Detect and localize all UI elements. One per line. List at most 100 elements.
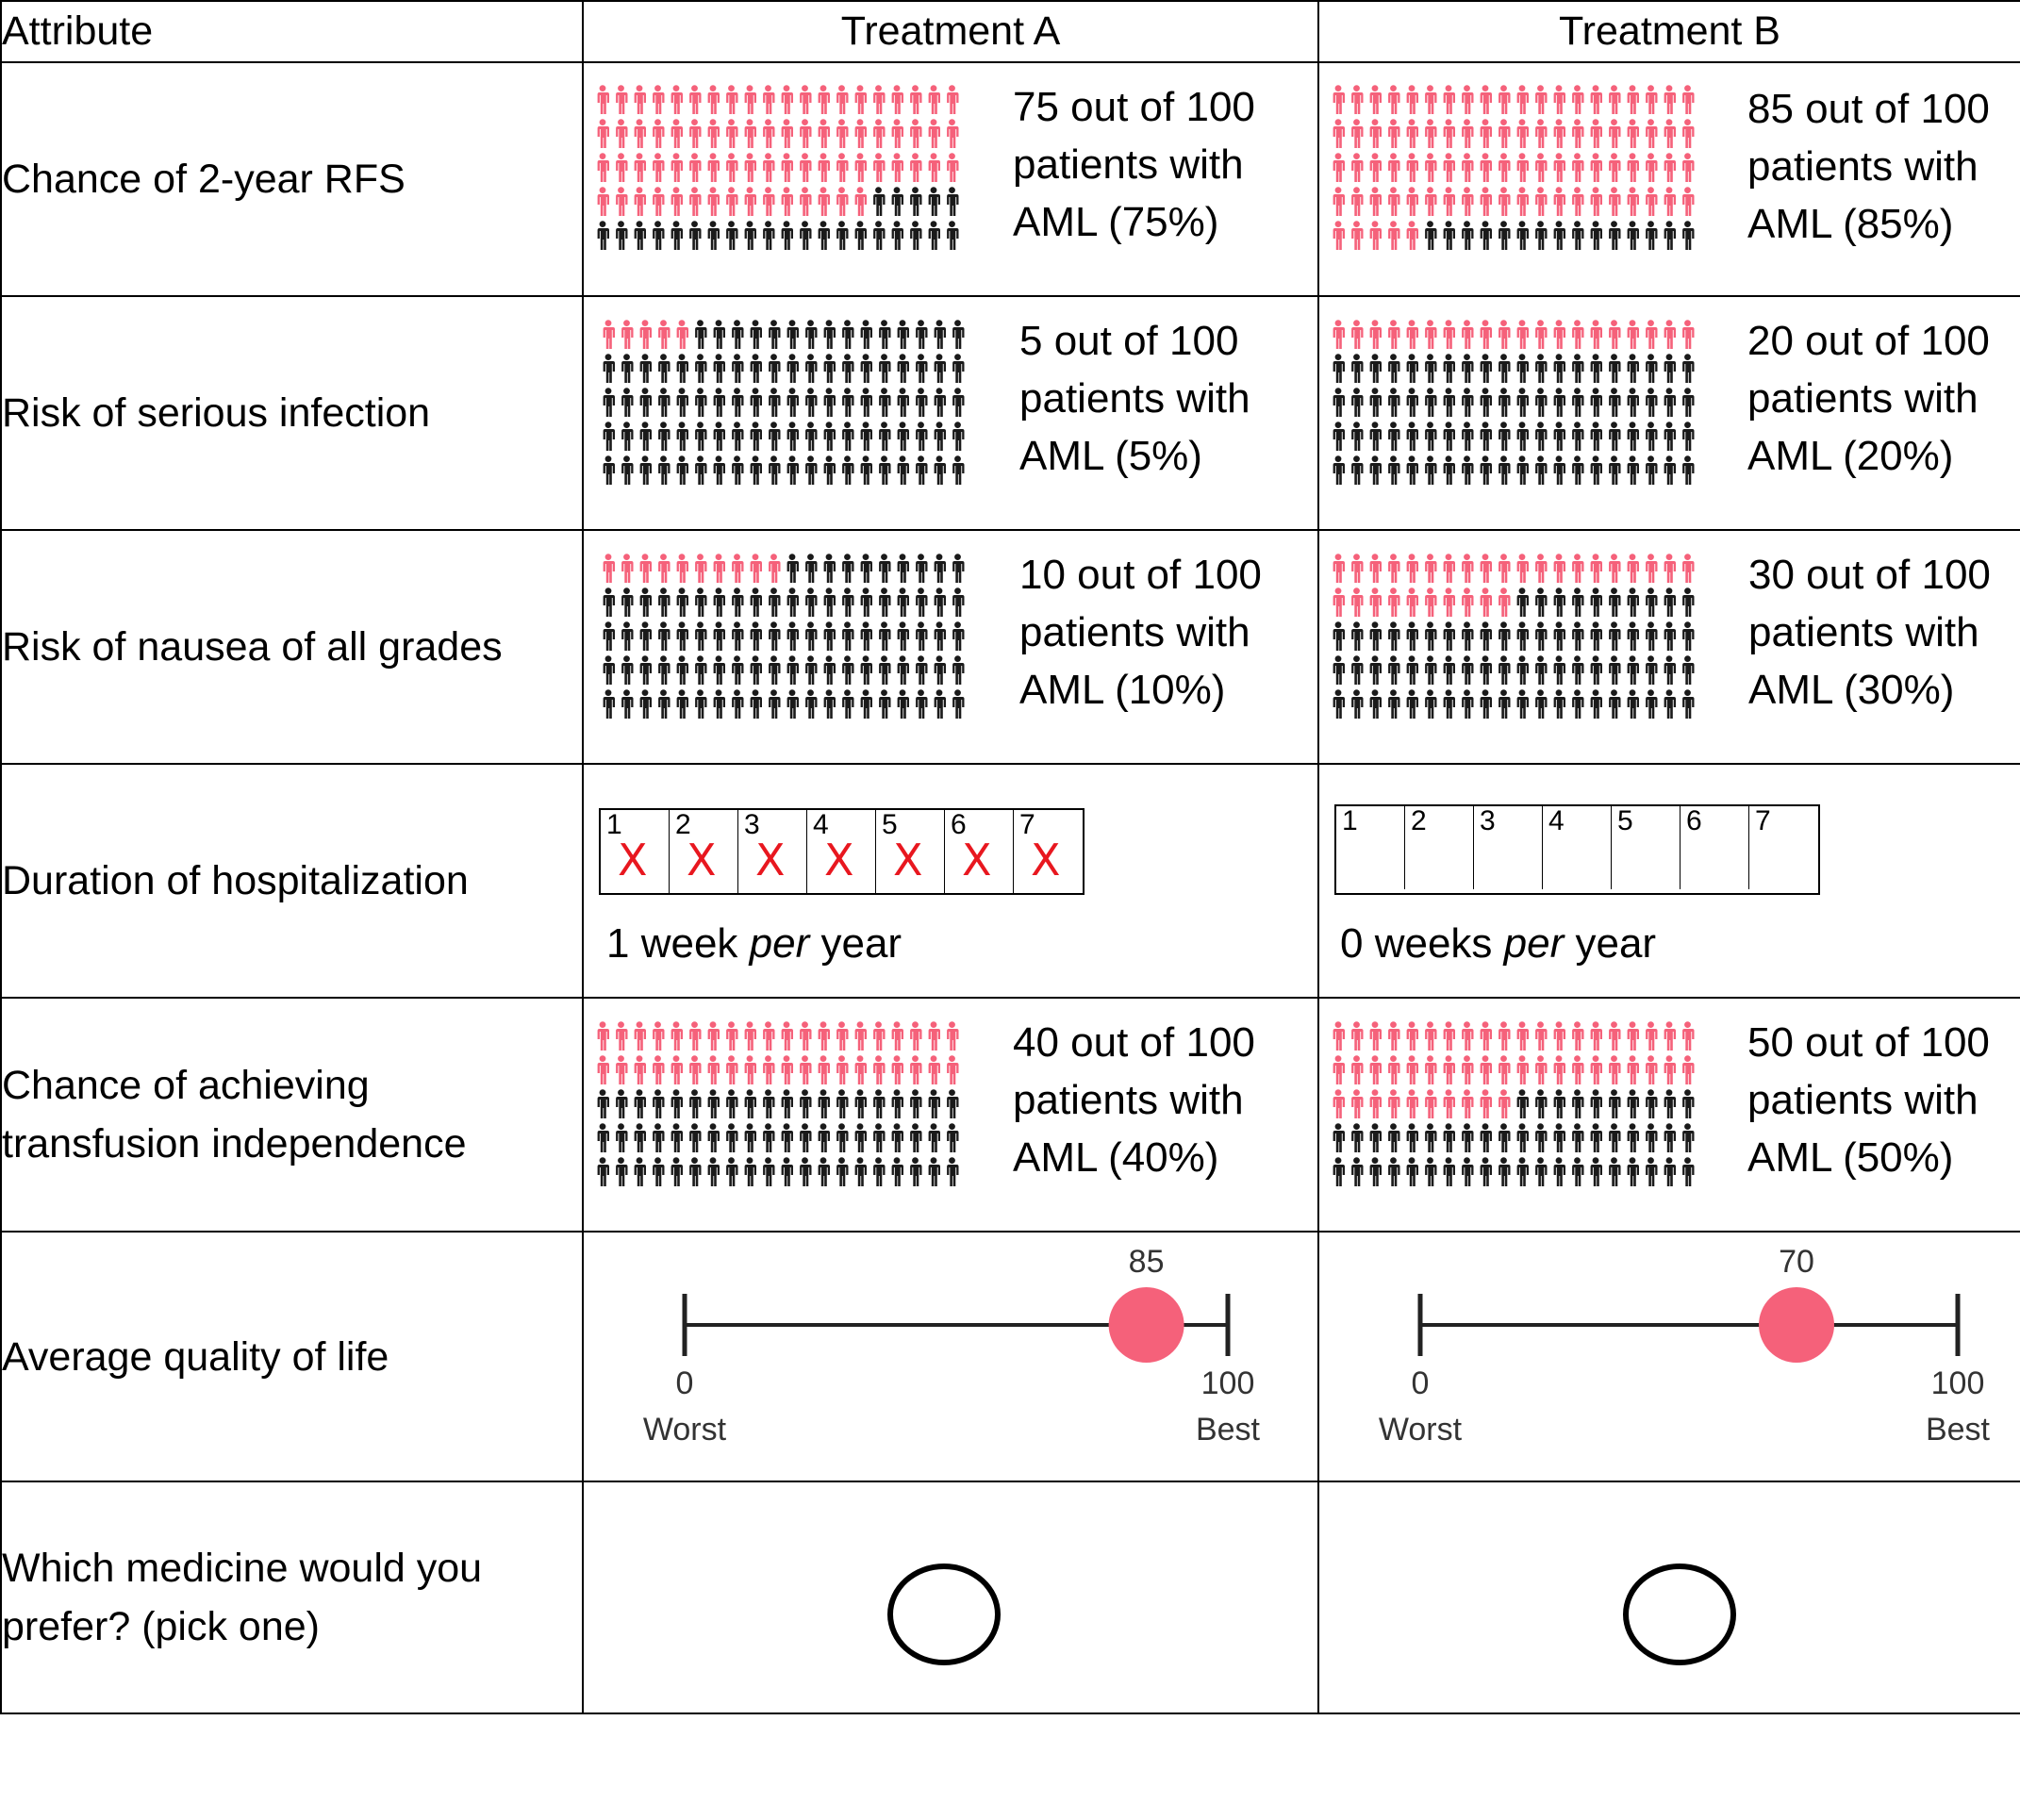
person-icon	[1646, 221, 1658, 250]
stat-line: 20 out of 100	[1747, 318, 1990, 364]
icon-array	[1329, 1021, 1700, 1191]
scale-min-label: 0	[1412, 1365, 1430, 1401]
person-icon	[860, 422, 872, 451]
person-icon	[1590, 1157, 1602, 1186]
person-icon	[1664, 655, 1676, 685]
day-x-mark: X	[893, 835, 923, 885]
person-icon	[1388, 1157, 1400, 1186]
person-icon	[873, 119, 886, 148]
person-icon	[786, 320, 799, 349]
person-icon	[860, 388, 872, 417]
person-icon	[726, 187, 738, 216]
person-icon	[634, 221, 646, 250]
person-icon	[800, 1089, 812, 1118]
person-icon	[947, 221, 959, 250]
person-icon	[1609, 153, 1621, 182]
person-icon	[1425, 655, 1437, 685]
person-icon	[1590, 119, 1602, 148]
person-icon	[1406, 320, 1418, 349]
person-icon	[621, 388, 634, 417]
person-icon	[1333, 689, 1345, 719]
person-icon	[1462, 1123, 1474, 1152]
person-icon	[1333, 1055, 1345, 1084]
select-treatment-a-radio[interactable]	[887, 1564, 1001, 1665]
person-icon	[1498, 689, 1511, 719]
person-icon	[818, 153, 830, 182]
person-icon	[713, 320, 725, 349]
person-icon	[1609, 187, 1621, 216]
person-icon	[707, 1021, 720, 1051]
person-icon	[928, 85, 940, 114]
person-icon	[1609, 320, 1621, 349]
person-icon	[1516, 1021, 1529, 1051]
person-icon	[763, 119, 775, 148]
person-icon	[1406, 187, 1418, 216]
person-icon	[750, 689, 762, 719]
person-icon	[653, 153, 665, 182]
person-icon	[786, 655, 799, 685]
stat-line: patients with	[1748, 609, 1979, 655]
person-icon	[1609, 221, 1621, 250]
person-icon	[860, 455, 872, 485]
person-icon	[823, 689, 836, 719]
stat-line: patients with	[1013, 141, 1244, 188]
person-icon	[1369, 1123, 1382, 1152]
person-icon	[1498, 1055, 1511, 1084]
duration-per: per	[749, 920, 810, 967]
person-icon	[1664, 153, 1676, 182]
person-icon	[1682, 1055, 1695, 1084]
person-icon	[952, 388, 965, 417]
stat-line: AML (40%)	[1013, 1134, 1219, 1181]
person-icon	[1333, 455, 1345, 485]
select-treatment-b-radio[interactable]	[1623, 1564, 1736, 1665]
person-icon	[1369, 1157, 1382, 1186]
person-icon	[1443, 1055, 1455, 1084]
person-icon	[1553, 455, 1565, 485]
person-icon	[639, 354, 652, 383]
person-icon	[1646, 388, 1658, 417]
person-icon	[781, 1123, 793, 1152]
person-icon	[658, 320, 671, 349]
person-icon	[1406, 422, 1418, 451]
person-icon	[891, 153, 903, 182]
person-icon	[1535, 85, 1548, 114]
person-icon	[1462, 689, 1474, 719]
person-icon	[1609, 1021, 1621, 1051]
person-icon	[836, 1021, 849, 1051]
person-icon	[616, 221, 628, 250]
person-icon	[1535, 1055, 1548, 1084]
person-icon	[854, 1123, 867, 1152]
person-icon	[1462, 621, 1474, 651]
person-icon	[597, 1055, 609, 1084]
person-icon	[879, 689, 891, 719]
scale-best-label: Best	[1926, 1412, 1991, 1448]
person-icon	[769, 655, 781, 685]
person-icon	[653, 85, 665, 114]
person-icon	[732, 320, 744, 349]
person-icon	[1609, 655, 1621, 685]
person-icon	[713, 587, 725, 617]
person-icon	[836, 187, 849, 216]
person-icon	[616, 1123, 628, 1152]
person-icon	[947, 1021, 959, 1051]
person-icon	[732, 422, 744, 451]
person-icon	[860, 354, 872, 383]
person-icon	[823, 388, 836, 417]
header-row: Attribute Treatment A Treatment B	[0, 0, 2020, 63]
person-icon	[634, 153, 646, 182]
person-icon	[860, 621, 872, 651]
person-icon	[1443, 455, 1455, 485]
person-icon	[1388, 1089, 1400, 1118]
person-icon	[934, 689, 946, 719]
person-icon	[653, 221, 665, 250]
person-icon	[879, 554, 891, 583]
person-icon	[603, 320, 615, 349]
person-icon	[897, 422, 909, 451]
person-icon	[879, 655, 891, 685]
person-icon	[781, 1021, 793, 1051]
person-icon	[695, 455, 707, 485]
person-icon	[805, 621, 818, 651]
person-icon	[1627, 320, 1639, 349]
person-icon	[713, 554, 725, 583]
person-icon	[1425, 1055, 1437, 1084]
